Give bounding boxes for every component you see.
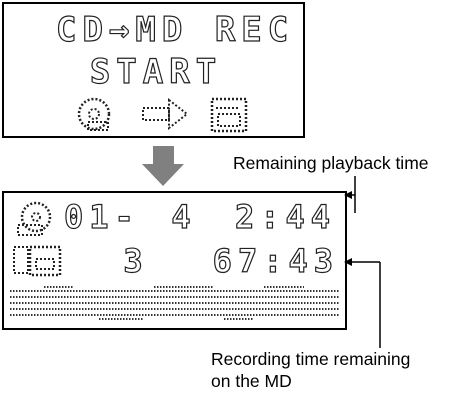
cd-disc-icon <box>17 201 52 236</box>
start-text: START <box>89 51 223 92</box>
arrow-right-icon <box>142 97 189 131</box>
playback-time: 2:44 <box>234 197 336 236</box>
cd-disc-icon <box>77 97 111 131</box>
track-prefix: 01- <box>63 197 140 236</box>
recording-remaining-label-line2: on the MD <box>211 371 292 391</box>
track-number: 4 <box>171 197 197 236</box>
level-meter-icon <box>10 286 339 320</box>
lcd-display-recording: 01- 4 2:44 3 67:43 <box>2 191 347 330</box>
md-remaining-time: 67:43 <box>212 241 339 280</box>
recording-remaining-label-line1: Recording time remaining <box>211 349 411 369</box>
md-disc-icon <box>210 97 248 133</box>
disc-track: 3 <box>123 241 149 280</box>
md-disc-icon <box>13 245 62 277</box>
remaining-playback-label: Remaining playback time <box>233 153 429 173</box>
lcd-display-rec-start: CD→MD REC START <box>2 2 305 138</box>
